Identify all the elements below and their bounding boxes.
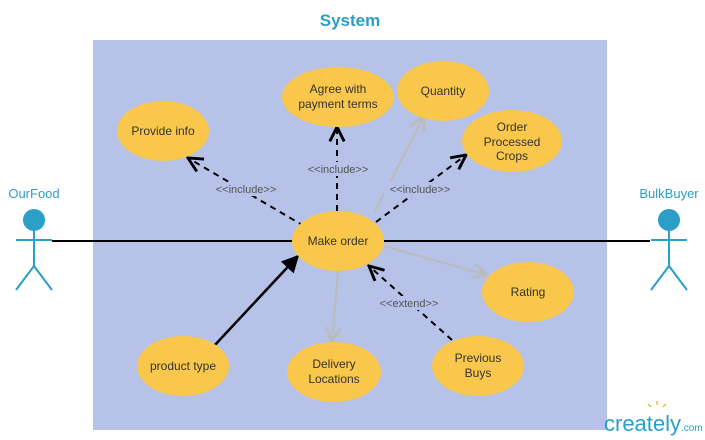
use-case-previous-buys[interactable]: Previous Buys	[432, 336, 524, 396]
use-case-order-processed-crops[interactable]: Order Processed Crops	[462, 110, 562, 172]
use-case-order-crops-label-line2: Processed	[484, 135, 541, 149]
include-order-crops-label-group: <<include>>	[384, 182, 456, 196]
use-case-previous-buys-label-line2: Buys	[465, 366, 492, 380]
include-provide-info-label-group: <<include>>	[210, 182, 282, 196]
use-case-delivery-locations-label-line1: Delivery	[312, 357, 355, 371]
use-case-make-order[interactable]: Make order	[292, 211, 384, 271]
creately-logo-suffix: .com	[681, 423, 703, 434]
extend-previous-buys-label-group: <<extend>>	[375, 296, 443, 310]
use-case-agree-payment[interactable]: Agree with payment terms	[282, 67, 394, 127]
actor-ourfood[interactable]: OurFood	[8, 186, 60, 291]
use-case-provide-info-label: Provide info	[131, 124, 195, 138]
use-case-quantity-label: Quantity	[421, 84, 466, 98]
flow-make-order-delivery-locations	[332, 270, 338, 342]
use-case-quantity[interactable]: Quantity	[397, 61, 489, 121]
actor-ourfood-icon	[15, 209, 53, 291]
use-case-provide-info[interactable]: Provide info	[117, 101, 209, 161]
extend-previous-buys-label: <<extend>>	[380, 298, 439, 310]
creately-watermark: creately .com	[604, 401, 703, 436]
use-case-make-order-label: Make order	[308, 234, 369, 248]
flow-make-order-quantity	[373, 116, 424, 214]
include-agree-payment-label-group: <<include>>	[302, 162, 374, 176]
use-case-agree-payment-label-line1: Agree with	[310, 82, 367, 96]
use-case-order-crops-label-line1: Order	[497, 120, 528, 134]
lightbulb-icon	[647, 401, 667, 408]
flow-make-order-rating	[383, 245, 487, 275]
use-case-order-crops-label-line3: Crops	[496, 149, 528, 163]
use-case-agree-payment-label-line2: payment terms	[298, 97, 377, 111]
actor-ourfood-label: OurFood	[8, 186, 59, 201]
include-agree-payment-label: <<include>>	[308, 164, 369, 176]
include-provide-info-label: <<include>>	[216, 184, 277, 196]
actor-bulkbuyer-icon	[650, 209, 688, 291]
use-case-delivery-locations[interactable]: Delivery Locations	[287, 342, 381, 402]
diagram-title: System	[320, 11, 380, 30]
use-case-rating[interactable]: Rating	[482, 262, 574, 322]
actor-bulkbuyer-label: BulkBuyer	[639, 186, 699, 201]
generalization-product-type-arrow	[213, 254, 300, 347]
use-case-product-type[interactable]: product type	[137, 336, 229, 396]
actor-bulkbuyer[interactable]: BulkBuyer	[639, 186, 699, 291]
use-case-product-type-label: product type	[150, 359, 216, 373]
use-case-delivery-locations-label-line2: Locations	[308, 372, 359, 386]
creately-logo-text: creately	[604, 411, 681, 436]
use-case-rating-label: Rating	[511, 285, 546, 299]
include-order-crops-label: <<include>>	[390, 184, 451, 196]
use-case-previous-buys-label-line1: Previous	[455, 351, 502, 365]
